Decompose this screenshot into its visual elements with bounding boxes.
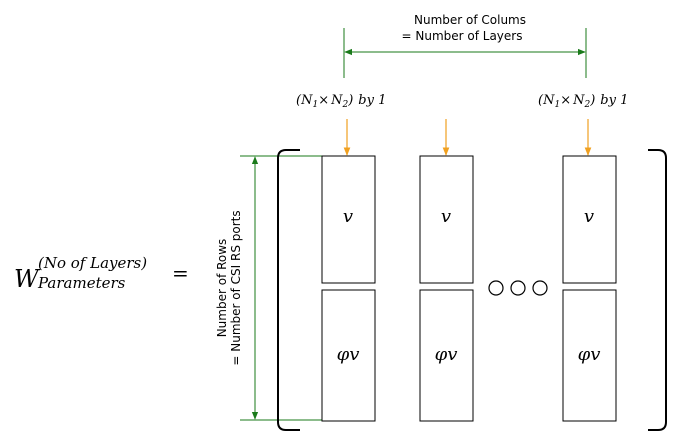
rows-label-line1: Number of Rows (215, 239, 229, 338)
n2-subscript: 2 (341, 100, 348, 110)
equation-lhs: W (No of Layers) Parameters = (14, 254, 189, 293)
svg-text:(N1×N2)by 1: (N1×N2)by 1 (296, 93, 386, 110)
cell-bottom (562, 289, 617, 422)
w-symbol: W (14, 265, 41, 293)
paren-open: ( (296, 93, 302, 108)
n1-symbol: N (300, 93, 313, 108)
matrix-column-1: v φv (321, 155, 376, 422)
entry-v: v (584, 206, 594, 227)
times-symbol: × (560, 93, 571, 108)
paren-close: ) (589, 93, 595, 108)
n2-symbol: N (572, 93, 585, 108)
rows-label: Number of Rows = Number of CSI RS ports (215, 210, 243, 365)
by-one-text: by 1 (600, 93, 628, 108)
entry-phi-v: φv (435, 344, 458, 365)
ellipsis-dot-1 (488, 280, 504, 296)
ellipsis-dot-3 (532, 280, 548, 296)
cell-top (321, 155, 376, 284)
n1-subscript: 1 (554, 100, 560, 110)
matrix-column-3: v φv (562, 155, 617, 422)
by-one-text: by 1 (358, 93, 386, 108)
entry-phi-v: φv (337, 344, 360, 365)
w-subscript: Parameters (37, 274, 126, 292)
entry-v: v (343, 206, 353, 227)
cell-top (562, 155, 617, 284)
left-bracket (277, 149, 300, 431)
n1-symbol: N (542, 93, 555, 108)
rows-dimension (240, 155, 322, 421)
w-superscript: (No of Layers) (38, 254, 147, 272)
right-bracket (648, 149, 667, 431)
rows-label-line2: = Number of CSI RS ports (229, 210, 243, 365)
ellipsis-dot-2 (510, 280, 526, 296)
paren-close: ) (347, 93, 353, 108)
column-size-label-right: (N1×N2)by 1 (538, 93, 628, 110)
columns-label-line1: Number of Colums (414, 13, 526, 27)
columns-dimension (343, 28, 587, 78)
columns-label-line2: = Number of Layers (402, 29, 523, 43)
entry-v: v (441, 206, 451, 227)
equals-sign: = (172, 261, 189, 285)
cell-top (419, 155, 474, 284)
times-symbol: × (318, 93, 329, 108)
entry-phi-v: φv (578, 344, 601, 365)
n2-subscript: 2 (583, 100, 590, 110)
cell-bottom (419, 289, 474, 422)
column-size-label-left: (N1×N2)by 1 (296, 93, 386, 110)
ellipsis (488, 280, 548, 296)
svg-text:(N1×N2)by 1: (N1×N2)by 1 (538, 93, 628, 110)
n2-symbol: N (330, 93, 343, 108)
cell-bottom (321, 289, 376, 422)
paren-open: ( (538, 93, 544, 108)
n1-subscript: 1 (312, 100, 318, 110)
matrix-column-2: v φv (419, 155, 474, 422)
